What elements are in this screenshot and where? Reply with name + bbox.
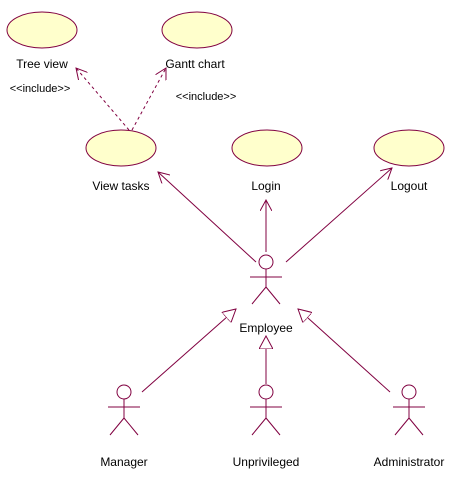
include-edge-gantt-chart (131, 68, 166, 131)
label-manager: Manager (100, 455, 147, 469)
label-view-tasks: View tasks (92, 179, 149, 193)
label-logout: Logout (391, 179, 428, 193)
generalization-administrator (298, 309, 391, 393)
usecase-login (231, 129, 303, 167)
label-unprivileged: Unprivileged (233, 455, 300, 469)
usecase-logout (373, 129, 445, 167)
label-include-left: <<include>> (10, 83, 71, 95)
association-view-tasks (158, 172, 257, 263)
label-include-right: <<include>> (176, 91, 237, 103)
label-administrator: Administrator (374, 455, 445, 469)
usecase-tree-view (6, 11, 78, 49)
association-logout (285, 168, 392, 263)
label-tree-view: Tree view (16, 57, 68, 71)
actor-unprivileged (250, 384, 282, 436)
generalization-manager (141, 309, 236, 393)
label-login: Login (251, 179, 280, 193)
usecase-gantt-chart (161, 11, 233, 49)
actor-manager (108, 384, 140, 436)
actor-administrator (393, 384, 425, 436)
label-employee: Employee (239, 321, 293, 335)
actor-employee (250, 254, 282, 305)
label-gantt-chart: Gantt chart (165, 57, 225, 71)
usecase-view-tasks (85, 129, 157, 167)
include-edge-tree-view (76, 68, 130, 131)
